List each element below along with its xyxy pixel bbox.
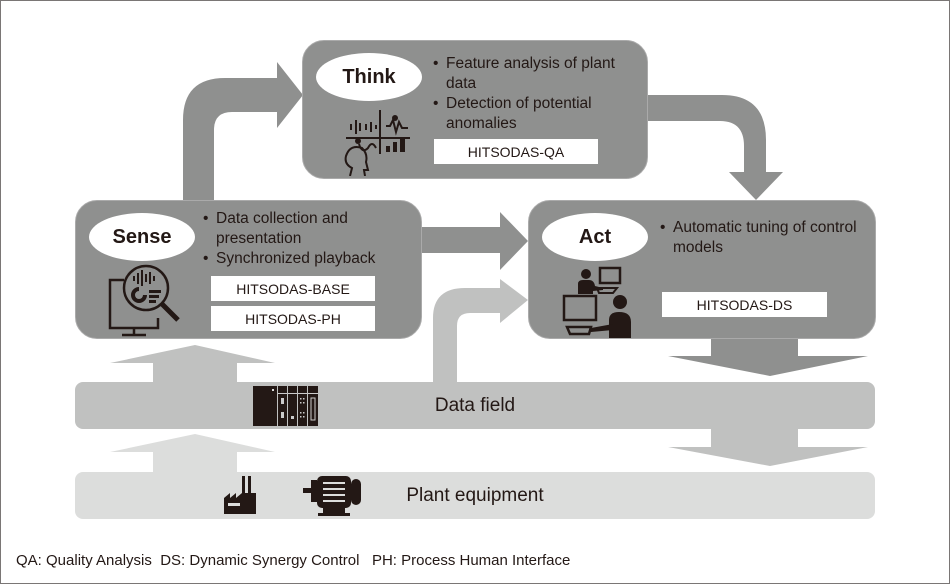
plant-equipment-label: Plant equipment (406, 484, 544, 506)
act-bullets: Automatic tuning of control models (660, 218, 860, 258)
act-bullet: Automatic tuning of control models (660, 218, 860, 258)
think-bullet: Detection of potential anomalies (433, 94, 633, 134)
data-field-layer: Data field (75, 382, 875, 429)
arrow-plant-to-datafield (110, 434, 275, 472)
arrow-sense-to-act (420, 212, 528, 270)
analysis-person-icon (344, 110, 410, 176)
motor-icon (303, 476, 361, 516)
think-label-text: Think (342, 65, 396, 88)
sense-label: Sense (89, 213, 195, 261)
product-badge-hitsodas-base: HITSODAS-BASE (211, 276, 375, 301)
arrow-datafield-to-plant (668, 428, 868, 466)
factory-icon (224, 476, 256, 514)
think-bullet: Feature analysis of plant data (433, 54, 633, 94)
sense-bullet: Synchronized playback (203, 249, 413, 269)
act-label-text: Act (578, 225, 612, 248)
product-badge-hitsodas-qa: HITSODAS-QA (434, 139, 598, 164)
plant-equipment-layer: Plant equipment (75, 472, 875, 519)
product-badge-hitsodas-ph: HITSODAS-PH (211, 306, 375, 331)
sense-label-text: Sense (112, 225, 172, 248)
data-field-label: Data field (434, 394, 516, 416)
act-label: Act (542, 213, 648, 261)
operators-at-terminals-icon (562, 266, 631, 338)
abbreviation-legend: QA: Quality Analysis DS: Dynamic Synergy… (16, 552, 571, 569)
think-label: Think (316, 53, 422, 101)
sense-bullet: Data collection and presentation (203, 209, 413, 249)
think-bullets: Feature analysis of plant data Detection… (433, 54, 633, 134)
arrow-think-to-act (645, 95, 783, 200)
monitor-magnifier-icon (108, 264, 180, 337)
product-badge-hitsodas-ds: HITSODAS-DS (662, 292, 827, 317)
arrow-datafield-to-act (433, 279, 528, 382)
arrow-act-to-datafield (668, 338, 868, 376)
sense-bullets: Data collection and presentation Synchro… (203, 209, 413, 269)
arrow-datafield-to-sense (110, 345, 275, 382)
controller-rack-icon (253, 386, 318, 426)
arrow-sense-to-think (183, 62, 303, 205)
